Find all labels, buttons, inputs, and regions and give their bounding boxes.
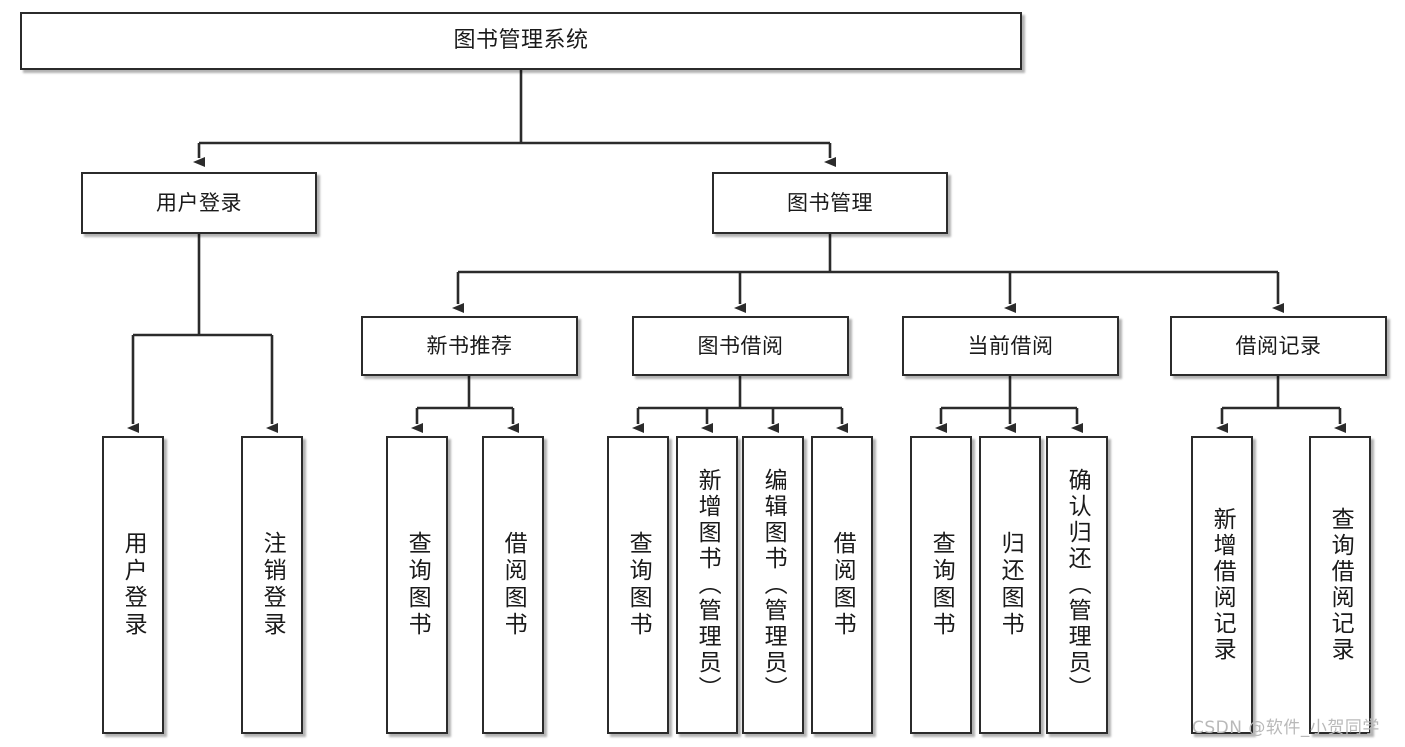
- node-label: 注销登录: [259, 531, 286, 639]
- node-label: 借阅图书: [500, 531, 527, 639]
- node-label: 查询图书: [625, 531, 652, 639]
- node-label: 新书推荐: [426, 333, 513, 358]
- node-leaf-borrow-book-recommend[interactable]: 借阅图书: [482, 436, 544, 734]
- node-leaf-query-book-recommend[interactable]: 查询图书: [386, 436, 448, 734]
- node-label: 查询借阅记录: [1327, 507, 1354, 663]
- node-label: 借阅记录: [1235, 333, 1322, 358]
- node-label: 借阅图书: [829, 531, 856, 639]
- node-user-login[interactable]: 用户登录: [81, 172, 317, 234]
- node-label: 图书管理系统: [453, 28, 589, 54]
- node-leaf-logout[interactable]: 注销登录: [241, 436, 303, 734]
- node-borrow-record[interactable]: 借阅记录: [1170, 316, 1387, 376]
- node-leaf-edit-book-admin[interactable]: 编辑图书（管理员）: [742, 436, 804, 734]
- node-leaf-query-book-current[interactable]: 查询图书: [910, 436, 972, 734]
- node-leaf-query-book-borrow[interactable]: 查询图书: [607, 436, 669, 734]
- node-book-management[interactable]: 图书管理: [712, 172, 948, 234]
- node-label: 新增图书（管理员）: [694, 468, 721, 702]
- node-label: 查询图书: [928, 531, 955, 639]
- node-label: 图书管理: [787, 190, 873, 215]
- node-label: 查询图书: [404, 531, 431, 639]
- node-label: 图书借阅: [697, 333, 784, 358]
- node-label: 确认归还（管理员）: [1064, 468, 1091, 702]
- node-current-borrow[interactable]: 当前借阅: [902, 316, 1119, 376]
- node-leaf-add-book-admin[interactable]: 新增图书（管理员）: [676, 436, 738, 734]
- node-leaf-user-login[interactable]: 用户登录: [102, 436, 164, 734]
- node-leaf-add-borrow-record[interactable]: 新增借阅记录: [1191, 436, 1253, 734]
- node-label: 归还图书: [997, 531, 1024, 639]
- node-book-borrow[interactable]: 图书借阅: [632, 316, 849, 376]
- node-label: 用户登录: [156, 190, 242, 215]
- node-label: 新增借阅记录: [1209, 507, 1236, 663]
- node-new-book-recommend[interactable]: 新书推荐: [361, 316, 578, 376]
- node-label: 当前借阅: [967, 333, 1054, 358]
- node-label: 编辑图书（管理员）: [760, 468, 787, 702]
- node-leaf-confirm-return-admin[interactable]: 确认归还（管理员）: [1046, 436, 1108, 734]
- node-root-book-management-system[interactable]: 图书管理系统: [20, 12, 1022, 70]
- node-leaf-query-borrow-record[interactable]: 查询借阅记录: [1309, 436, 1371, 734]
- csdn-watermark: CSDN @软件_小贺同学: [1192, 718, 1380, 738]
- node-leaf-borrow-book[interactable]: 借阅图书: [811, 436, 873, 734]
- node-leaf-return-book[interactable]: 归还图书: [979, 436, 1041, 734]
- node-label: 用户登录: [120, 531, 147, 639]
